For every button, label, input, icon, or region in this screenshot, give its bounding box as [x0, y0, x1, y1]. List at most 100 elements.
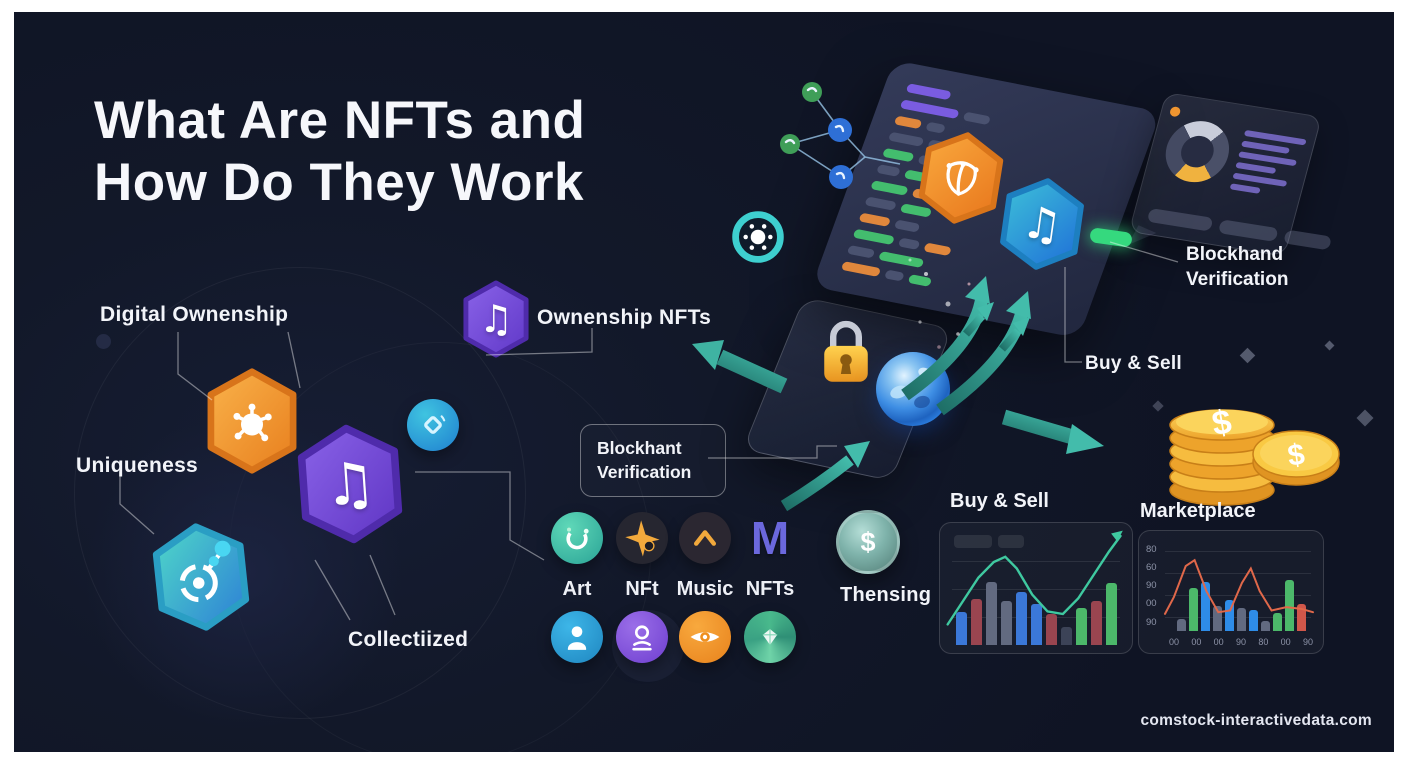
- sparkle: [1152, 400, 1164, 412]
- chart-bar: [1248, 609, 1258, 631]
- bubble-line: [1235, 161, 1277, 175]
- web-shell-icon: [912, 124, 1010, 232]
- gold-coin-single: $: [1246, 420, 1346, 499]
- code-token: [883, 269, 905, 282]
- trend-line: [1165, 545, 1313, 629]
- padlock-icon: [814, 312, 878, 395]
- chart-bar: [1236, 608, 1246, 631]
- nft-star-icon: [616, 512, 668, 564]
- sparkle: [1239, 347, 1256, 364]
- music-note-icon: ♫: [321, 448, 379, 520]
- y-tick: 80: [1146, 544, 1157, 555]
- chart-bar: [1296, 603, 1306, 631]
- bubble-line: [1229, 183, 1261, 194]
- chart-bar: [985, 581, 997, 645]
- chart-bar: [955, 611, 967, 645]
- nfts-m-icon: M: [750, 512, 790, 564]
- code-token: [899, 99, 960, 120]
- decor-dot: [96, 334, 111, 349]
- code-token: [893, 115, 923, 130]
- music-note-icon: ♫: [478, 297, 514, 341]
- label-collectiized: Collectiized: [348, 628, 469, 651]
- chart-bar: [1045, 614, 1057, 645]
- art-loop-icon: [551, 512, 603, 564]
- icon-label-art: Art: [562, 578, 592, 600]
- diamond-circle-icon: [407, 399, 459, 451]
- donut-chart-icon: [1158, 116, 1237, 187]
- chart-bar: [1060, 627, 1072, 645]
- music-note-icon: ♫: [1018, 196, 1066, 252]
- chart-bar: [1090, 601, 1102, 645]
- music-caret-icon: [679, 512, 731, 564]
- network-node-green: [780, 134, 800, 154]
- chart-bar: [1200, 581, 1210, 631]
- sparkle: [1356, 409, 1374, 427]
- donut-accent-dot: [1168, 106, 1182, 118]
- x-tick: 00: [1191, 637, 1202, 647]
- teal-ring-coin-icon: [730, 209, 786, 270]
- sparkle: [1324, 340, 1335, 351]
- x-tick: 00: [1169, 637, 1180, 647]
- icon-label-nft: NFt: [625, 578, 659, 600]
- music-hexagon-purple-small: ♫: [461, 279, 531, 359]
- arrow-right-head: [1066, 424, 1104, 454]
- bubble-footer-pill: [1146, 207, 1214, 232]
- network-node-blue: [828, 118, 852, 142]
- bubble-text-lines: [1229, 129, 1307, 199]
- infographic-canvas: What Are NFTs and How Do They Work Digit…: [14, 12, 1394, 752]
- code-token: [962, 111, 992, 126]
- chart-bar: [1176, 618, 1186, 631]
- chart-bar: [1000, 601, 1012, 645]
- chart-bar: [1284, 580, 1294, 631]
- bar-series: [1169, 549, 1313, 631]
- chart-legend-pills: [954, 535, 1024, 548]
- buy-sell-chart: [939, 522, 1133, 654]
- x-tick: 00: [1213, 637, 1224, 647]
- arrow-right: [1001, 409, 1079, 446]
- y-tick: 90: [1146, 580, 1157, 592]
- code-token: [907, 274, 933, 287]
- blue-gem-icon: [876, 352, 950, 426]
- gold-coin-stack: $: [1164, 380, 1286, 513]
- label-blockhand-verification: Blockhand Verification: [1186, 243, 1288, 292]
- bar-series: [952, 557, 1120, 645]
- blockhant-line1: Blockhant: [597, 438, 682, 458]
- music-hexagon-blue: ♫: [994, 171, 1091, 278]
- bubble-footer-pill: [1217, 219, 1279, 242]
- blockhand-line1: Blockhand: [1186, 244, 1284, 265]
- label-uniqueness: Uniqueness: [76, 454, 199, 477]
- code-token: [878, 251, 925, 269]
- arrow-mini-2: [999, 328, 1021, 352]
- code-token: [870, 180, 909, 196]
- target-pin-hexagon-teal: [146, 516, 255, 638]
- arrow-left-head: [692, 340, 724, 370]
- molecule-hexagon-orange: [204, 367, 300, 475]
- blockhant-line2: Verification: [597, 461, 692, 482]
- profile-stamp-icon: [616, 611, 668, 663]
- bubble-footer-pill: [1283, 229, 1333, 251]
- dollar-symbol: $: [860, 526, 876, 557]
- blockhand-line2: Verification: [1186, 268, 1289, 290]
- y-tick: 60: [1146, 562, 1157, 574]
- dollar-coin-icon: $: [836, 510, 900, 574]
- buy-sell-chart-title: Buy & Sell: [950, 490, 1049, 512]
- code-token: [858, 212, 892, 227]
- code-token: [923, 242, 952, 257]
- icon-label-nfts: NFTs: [745, 578, 795, 600]
- code-token: [893, 219, 921, 233]
- web-shell-hexagon-orange: [912, 124, 1010, 232]
- user-icon: [551, 611, 603, 663]
- code-token: [897, 237, 921, 250]
- x-tick: 90: [1302, 637, 1313, 647]
- watermark: comstock-interactivedata.com: [1140, 712, 1372, 729]
- trend-line: [940, 523, 1132, 653]
- label-digital-ownership: Digital Ownenship: [100, 303, 289, 326]
- arrow-curved-up-2: [936, 310, 1029, 416]
- gem-icon: [744, 611, 796, 663]
- label-ownership-nfts: Ownenship NFTs: [537, 306, 712, 329]
- blockhant-verification-box: Blockhant Verification: [580, 424, 726, 498]
- chart-bar: [1272, 612, 1282, 631]
- code-token: [887, 131, 925, 147]
